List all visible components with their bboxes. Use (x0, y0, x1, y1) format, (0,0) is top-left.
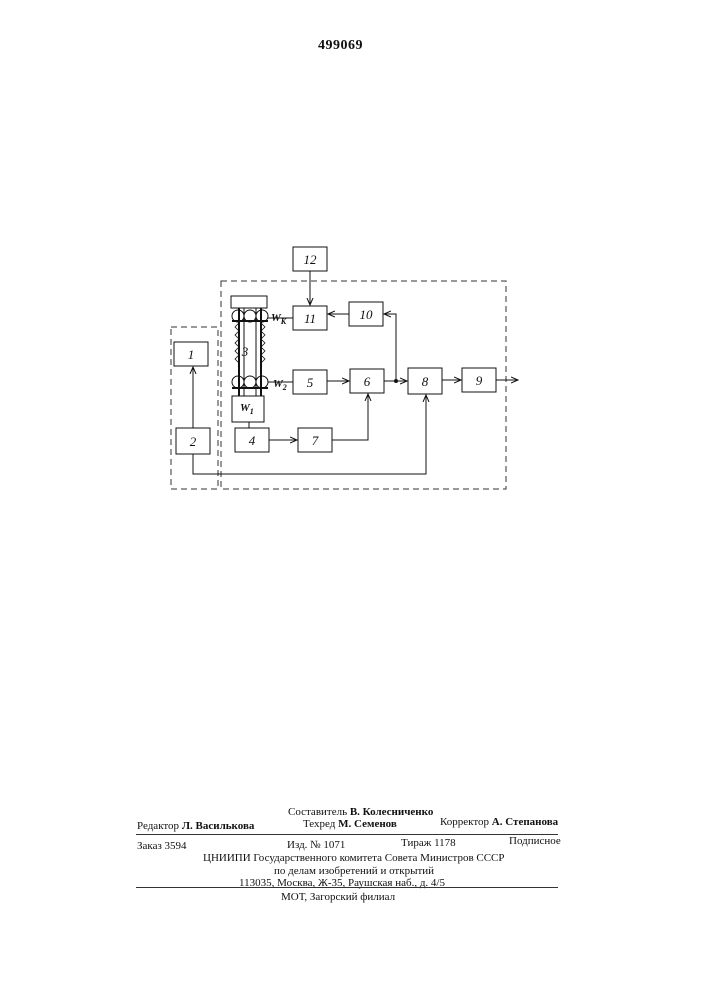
block-10: 10 (349, 302, 383, 326)
order-number: Заказ 3594 (137, 840, 187, 852)
svg-text:5: 5 (307, 375, 314, 390)
rule-1 (136, 834, 558, 835)
svg-text:8: 8 (422, 374, 429, 389)
block-6: 6 (350, 369, 384, 393)
editor-line: Редактор Л. Василькова (137, 820, 254, 832)
corrector-line: Корректор А. Степанова (440, 816, 558, 828)
block-5: 5 (293, 370, 327, 394)
org-line-1: ЦНИИПИ Государственного комитета Совета … (203, 852, 505, 864)
block-1: 1 (174, 342, 208, 366)
org-line-2: по делам изобретений и открытий (274, 865, 434, 877)
block-12: 12 (293, 247, 327, 271)
svg-text:1: 1 (188, 347, 195, 362)
block-3-label: 3 (241, 344, 249, 359)
subscription: Подписное (509, 835, 561, 847)
block-2: 2 (176, 428, 210, 454)
svg-text:6: 6 (364, 374, 371, 389)
techred-line: Техред М. Семенов (303, 818, 397, 830)
block-8: 8 (408, 368, 442, 394)
svg-text:2: 2 (190, 434, 197, 449)
block-7: 7 (298, 428, 332, 452)
winding-w2-label: W2 (273, 378, 287, 392)
svg-text:10: 10 (360, 307, 374, 322)
svg-text:7: 7 (312, 433, 319, 448)
junction-dot (394, 379, 398, 383)
winding-w1-label: W1 (240, 402, 254, 416)
svg-text:11: 11 (304, 311, 316, 326)
block-diagram: 3 WК W2 W1 12 1 2 11 10 5 6 8 9 4 7 (0, 0, 707, 560)
rule-2 (136, 887, 558, 888)
printer: МОТ, Загорский филиал (281, 891, 395, 903)
svg-text:12: 12 (304, 252, 318, 267)
edition-number: Изд. № 1071 (287, 839, 345, 851)
svg-text:4: 4 (249, 433, 256, 448)
compiler-line: Составитель В. Колесниченко (288, 806, 433, 818)
circulation: Тираж 1178 (401, 837, 456, 849)
block-9: 9 (462, 368, 496, 392)
svg-text:9: 9 (476, 373, 483, 388)
winding-wk-label: WК (271, 312, 287, 326)
block-4: 4 (235, 428, 269, 452)
block-11: 11 (293, 306, 327, 330)
